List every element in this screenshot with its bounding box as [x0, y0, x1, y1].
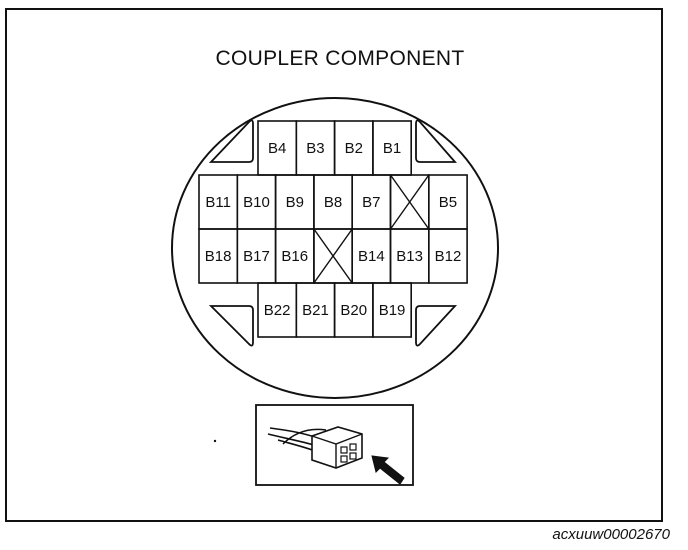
connector-socket — [349, 452, 357, 460]
cavity-cross-mark — [313, 228, 353, 284]
pin-label: B3 — [306, 140, 324, 157]
pin-cell — [372, 282, 412, 338]
pin-b11: B11 — [198, 174, 239, 230]
pin-label: B17 — [243, 248, 270, 265]
pin-label: B2 — [345, 140, 363, 157]
pin-label: B10 — [243, 194, 270, 211]
pin-label: B19 — [379, 302, 406, 319]
pin-b1: B1 — [372, 120, 412, 176]
pin-label: B1 — [383, 140, 401, 157]
corner-key-top-right — [415, 119, 457, 163]
pin-label: B20 — [340, 302, 367, 319]
pin-b17: B17 — [236, 228, 277, 284]
cavity-cross-mark — [389, 174, 430, 230]
pin-cell — [427, 228, 468, 284]
pin-label: B7 — [362, 194, 380, 211]
pin-b16: B16 — [274, 228, 315, 284]
pin-b3: B3 — [295, 120, 336, 176]
connector-socket — [340, 455, 348, 463]
pin-label: B11 — [205, 194, 231, 211]
pin-label: B16 — [281, 248, 308, 265]
pin-b14: B14 — [351, 228, 392, 284]
pin-b9: B9 — [274, 174, 315, 230]
pin-label: B9 — [286, 194, 304, 211]
pin-label: B4 — [268, 140, 286, 157]
pin-b13: B13 — [389, 228, 430, 284]
pin-label: B13 — [396, 248, 423, 265]
pin-b21: B21 — [295, 282, 336, 338]
wire — [282, 428, 327, 445]
pin-label: B22 — [264, 302, 291, 319]
empty-pin-cavity — [313, 228, 353, 284]
connector-socket — [349, 443, 357, 451]
diagram-title: COUPLER COMPONENT — [215, 47, 465, 70]
pin-b19: B19 — [372, 282, 412, 338]
pin-label: B14 — [358, 248, 385, 265]
pin-label: B5 — [439, 194, 457, 211]
pin-label: B21 — [302, 302, 329, 319]
pin-b8: B8 — [313, 174, 353, 230]
pin-b10: B10 — [236, 174, 277, 230]
thumbnail-frame — [255, 404, 414, 486]
pin-b20: B20 — [333, 282, 374, 338]
corner-key-top-left — [208, 119, 254, 163]
corner-key-bottom-right — [415, 305, 458, 347]
pin-b22: B22 — [257, 282, 298, 338]
diagram-frame — [5, 8, 663, 522]
figure-caption: acxuuw00002670 — [552, 526, 670, 543]
corner-key-bottom-left — [208, 305, 254, 347]
pin-b18: B18 — [198, 228, 239, 284]
pin-b12: B12 — [427, 228, 468, 284]
view-direction-arrow-icon — [371, 455, 405, 485]
pin-b7: B7 — [351, 174, 392, 230]
empty-pin-cavity — [389, 174, 430, 230]
connector-body — [311, 426, 363, 469]
pin-label: B8 — [324, 194, 342, 211]
pin-b2: B2 — [333, 120, 374, 176]
connector-socket — [340, 446, 348, 454]
pin-b5: B5 — [427, 174, 468, 230]
pin-b4: B4 — [257, 120, 298, 176]
connector-thumbnail — [255, 404, 414, 486]
pin-label: B12 — [435, 248, 462, 265]
coupler-face-outline — [171, 97, 499, 399]
speck — [213, 439, 217, 443]
pin-label: B18 — [205, 248, 232, 265]
